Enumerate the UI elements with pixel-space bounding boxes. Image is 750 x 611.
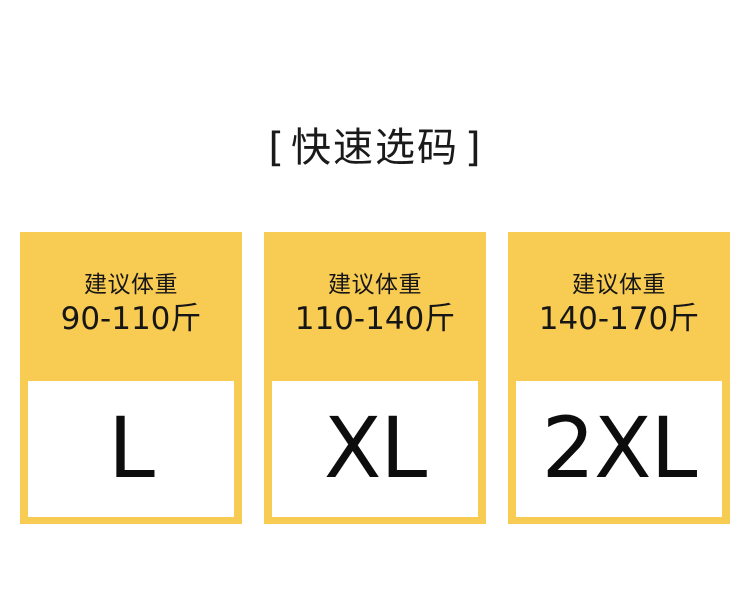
size-box[interactable]: L: [28, 381, 234, 517]
weight-range: 140-170斤: [538, 301, 700, 337]
title-label: 快速选码: [291, 125, 459, 171]
weight-label: 建议体重: [328, 272, 422, 298]
title-close-bracket: ]: [465, 125, 482, 171]
weight-block: 建议体重 140-170斤: [516, 232, 722, 381]
weight-range: 90-110斤: [60, 301, 202, 337]
weight-block: 建议体重 110-140斤: [272, 232, 478, 381]
size-label: XL: [323, 399, 427, 497]
page-title: [快速选码]: [0, 124, 750, 172]
weight-range: 110-140斤: [294, 301, 456, 337]
size-card-xl[interactable]: 建议体重 110-140斤 XL: [264, 232, 486, 524]
size-card-2xl[interactable]: 建议体重 140-170斤 2XL: [508, 232, 730, 524]
size-box[interactable]: XL: [272, 381, 478, 517]
weight-label: 建议体重: [572, 272, 666, 298]
size-label: L: [108, 399, 155, 497]
size-card-l[interactable]: 建议体重 90-110斤 L: [20, 232, 242, 524]
title-open-bracket: [: [268, 125, 285, 171]
size-label: 2XL: [541, 399, 698, 497]
weight-block: 建议体重 90-110斤: [28, 232, 234, 381]
size-card-row: 建议体重 90-110斤 L 建议体重 110-140斤 XL 建议体重 140…: [20, 232, 730, 524]
weight-label: 建议体重: [84, 272, 178, 298]
size-box[interactable]: 2XL: [516, 381, 722, 517]
